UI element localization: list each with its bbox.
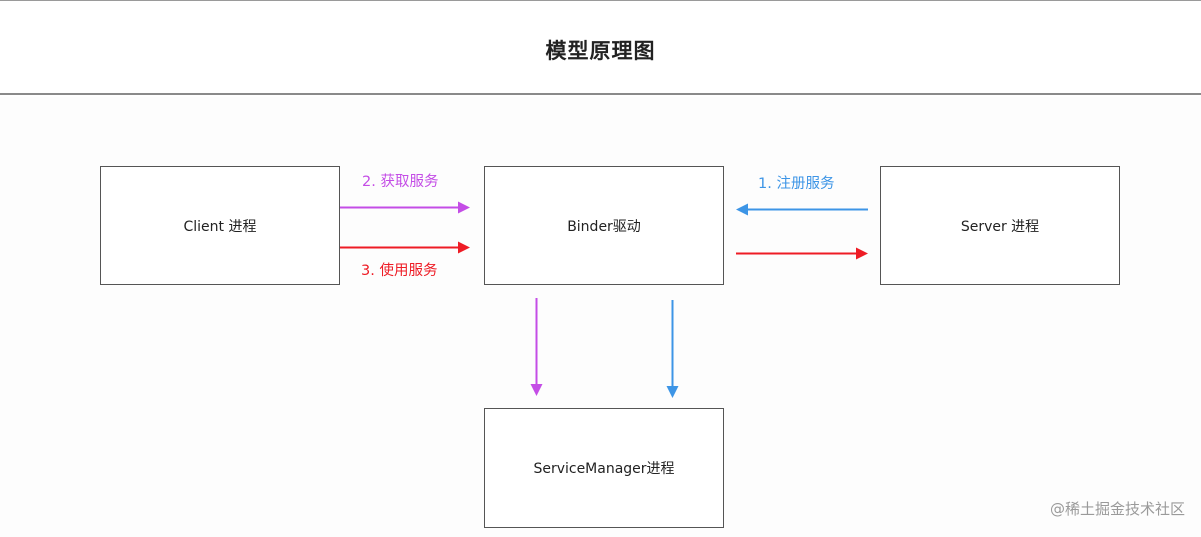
- service-manager-node: ServiceManager进程: [484, 408, 724, 528]
- register-service-label: 1. 注册服务: [758, 176, 835, 192]
- server-process-label: Server 进程: [960, 218, 1040, 235]
- binder-driver-node: Binder驱动: [484, 166, 724, 285]
- client-process-label: Client 进程: [183, 218, 257, 235]
- client-process-node: Client 进程: [100, 166, 340, 285]
- get-service-label: 2. 获取服务: [362, 174, 439, 190]
- service-manager-label: ServiceManager进程: [533, 461, 675, 477]
- title-bar: 模型原理图: [0, 0, 1201, 95]
- use-service-label: 3. 使用服务: [361, 263, 438, 279]
- binder-driver-label: Binder驱动: [567, 218, 641, 235]
- server-process-node: Server 进程: [880, 166, 1120, 285]
- diagram-title: 模型原理图: [545, 39, 656, 63]
- watermark: @稀土掘金技术社区: [1049, 500, 1185, 518]
